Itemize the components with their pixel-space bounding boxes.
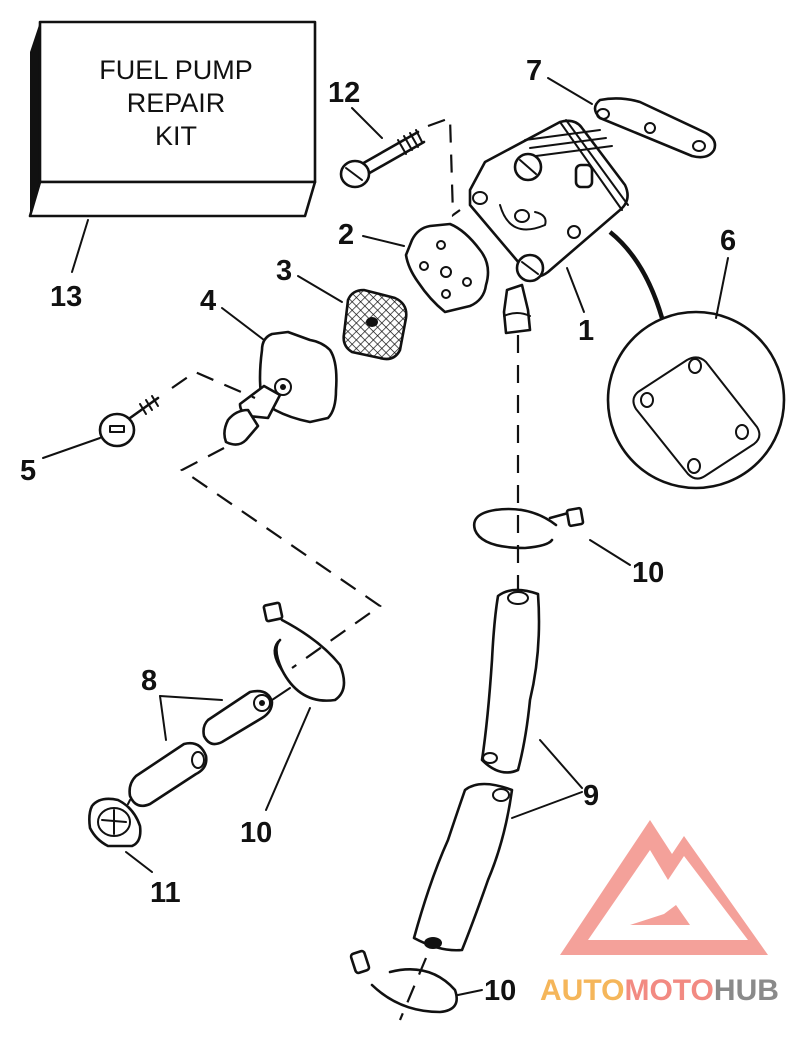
leader-line-3 <box>297 275 343 303</box>
kit-label-line3: KIT <box>155 121 197 151</box>
diaphragm-plate-part <box>404 222 490 314</box>
watermark-logo <box>560 820 768 955</box>
watermark-hub: HUB <box>714 974 779 1007</box>
leader-line-10-left <box>265 707 311 811</box>
watermark-moto: MOTO <box>624 974 713 1007</box>
callout-2: 2 <box>338 219 354 251</box>
logo-triangle-icon <box>560 820 768 955</box>
leader-line-7 <box>547 77 593 105</box>
callout-10-lower: 10 <box>484 975 516 1007</box>
callout-3: 3 <box>276 255 292 287</box>
leader-line-8b <box>159 695 167 741</box>
leader-line-10-lower <box>457 989 483 996</box>
connector-hose-lower-part <box>127 741 208 808</box>
callout-1: 1 <box>578 315 594 347</box>
callout-13: 13 <box>50 281 82 313</box>
connector-hose-upper-part <box>202 687 291 746</box>
gasket-detail-part <box>606 310 786 490</box>
callout-8: 8 <box>141 665 157 697</box>
leader-line-10-upper <box>589 539 631 566</box>
filter-screen-part <box>342 288 408 361</box>
logo-inner-triangle-icon <box>630 905 690 925</box>
kit-label-line2: REPAIR <box>127 88 226 118</box>
leader-line-4 <box>221 307 265 341</box>
leader-line-13 <box>71 219 89 273</box>
leader-line-2 <box>362 235 405 247</box>
hose-clip-part <box>88 797 142 848</box>
kit-label-line1: FUEL PUMP <box>99 55 253 85</box>
callout-11: 11 <box>150 877 181 909</box>
filter-cover-part <box>223 330 338 446</box>
leader-line-6 <box>715 257 729 319</box>
fuel-pump-body-part <box>468 119 629 335</box>
watermark-text: AUTOMOTOHUB <box>540 974 779 1007</box>
hose-clamp-lower-part <box>349 949 458 1021</box>
leader-line-1 <box>566 267 585 313</box>
leader-line-8a <box>159 695 223 701</box>
repair-kit-box: FUEL PUMP REPAIR KIT <box>28 20 317 218</box>
leader-line-12 <box>351 107 383 139</box>
pump-to-detail-connector <box>608 230 665 319</box>
hose-clamp-left-part <box>262 601 346 702</box>
pump-screw-part <box>339 129 426 189</box>
leader-line-11 <box>125 851 153 873</box>
callout-10-upper: 10 <box>632 557 664 589</box>
leader-line-9a <box>539 739 583 789</box>
callout-6: 6 <box>720 225 736 257</box>
watermark-auto: AUTO <box>540 974 624 1007</box>
callout-12: 12 <box>328 77 360 109</box>
callout-7: 7 <box>526 55 542 87</box>
cover-screw-part <box>98 395 160 448</box>
callout-9: 9 <box>583 780 599 812</box>
mounting-bracket-part <box>593 97 717 159</box>
callout-5: 5 <box>20 455 36 487</box>
alignment-dashed-line-cover <box>171 370 256 400</box>
fuel-hose-lower-part <box>412 782 514 952</box>
alignment-dashed-line-hose <box>179 447 382 669</box>
callout-10-left: 10 <box>240 817 272 849</box>
leader-line-9b <box>511 791 583 819</box>
alignment-dashed-line-screw <box>427 116 461 218</box>
fuel-hose-upper-part <box>480 588 541 774</box>
leader-line-5 <box>42 437 101 459</box>
hose-clamp-upper-part <box>472 506 585 550</box>
callout-4: 4 <box>200 285 216 317</box>
